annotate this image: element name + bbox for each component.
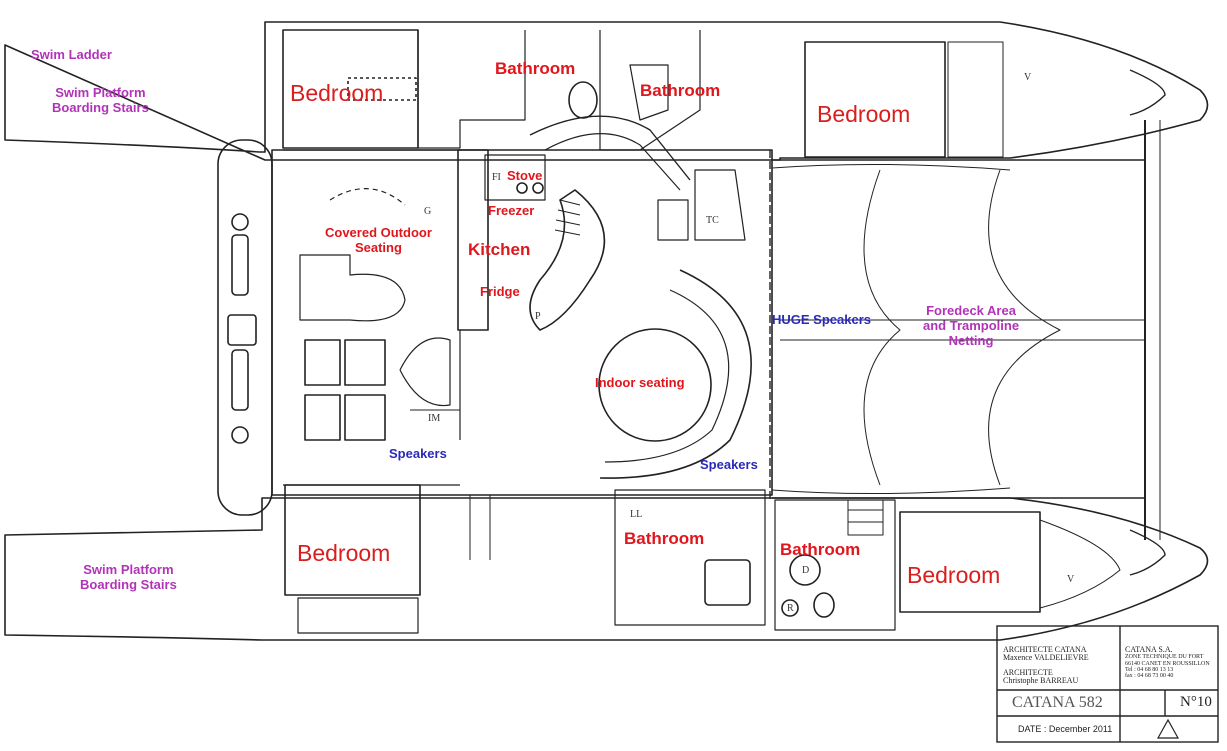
bedroom-fwd-stbd-outline xyxy=(899,511,1041,613)
architect-name-1: Maxence VALDELIEVRE xyxy=(1003,653,1089,663)
swim-platform-stbd-line2: Boarding Stairs xyxy=(80,576,177,592)
plan-mark-p: P xyxy=(535,311,541,322)
bedroom-fwd-port-outline xyxy=(804,41,946,158)
company-tel: Tel : 04 68 80 13 13 xyxy=(1125,666,1174,673)
company-address-2: 66140 CANET EN ROUSSILLON xyxy=(1125,660,1210,667)
starboard-hull-outline xyxy=(4,497,1209,641)
company-fax: fax : 04 68 73 00 40 xyxy=(1125,673,1174,680)
plan-mark-fi: FI xyxy=(492,172,501,183)
bathroom-stbd-fwd-label: Bathroom xyxy=(780,540,861,559)
plan-mark-v-bottom: V xyxy=(1067,574,1075,585)
foredeck-line3: Netting xyxy=(948,332,994,348)
port-hull-outline xyxy=(4,21,1209,161)
title-block-date: DATE : December 2011 xyxy=(1018,724,1113,734)
saloon-table xyxy=(598,328,712,442)
title-block-model: CATANA 582 xyxy=(1012,694,1103,711)
swim-platform-port-line2: Boarding Stairs xyxy=(52,99,149,115)
speakers-right-label: Speakers xyxy=(700,457,758,472)
plan-mark-r: R xyxy=(787,603,794,614)
plan-mark-im: IM xyxy=(428,413,441,424)
title-block-architects: ARCHITECTE CATANA Maxence VALDELIEVRE AR… xyxy=(1003,645,1117,686)
stove-label: Stove xyxy=(507,168,543,183)
fridge-label: Fridge xyxy=(480,284,520,299)
speakers-left-label: Speakers xyxy=(389,446,447,461)
swim-platform-port-line1: Swim Platform xyxy=(55,85,146,100)
bedroom-fwd-port-label: Bedroom xyxy=(817,101,911,127)
covered-outdoor-line2: Seating xyxy=(354,239,402,255)
stern-crossbeam xyxy=(217,139,273,516)
bedroom-fwd-stbd-label: Bedroom xyxy=(907,562,1001,588)
bedroom-aft-stbd-label: Bedroom xyxy=(297,540,391,566)
bathroom-port-aft-label: Bathroom xyxy=(495,59,576,78)
architect: ARCHITECTE xyxy=(1003,667,1053,677)
swim-platform-stbd-label: Swim Platform Boarding Stairs xyxy=(80,562,177,593)
title-block-sheet-number: N°10 xyxy=(1180,694,1212,710)
swim-platform-port-label: Swim Platform Boarding Stairs xyxy=(52,85,149,116)
freezer-label: Freezer xyxy=(488,203,535,218)
foredeck-line1: Foredeck Area xyxy=(926,303,1016,318)
plan-mark-g: G xyxy=(424,206,432,217)
indoor-seating-label: Indoor seating xyxy=(595,375,685,390)
covered-outdoor-seating-label: Covered Outdoor Seating xyxy=(325,225,432,256)
bridgedeck-outline xyxy=(271,149,773,496)
bathroom-stbd-aft-label: Bathroom xyxy=(624,529,705,548)
architect-name-2: Christophe BARREAU xyxy=(1003,676,1079,686)
swim-ladder-label: Swim Ladder xyxy=(31,47,112,62)
covered-outdoor-line1: Covered Outdoor xyxy=(325,225,432,240)
huge-speakers-label: HUGE Speakers xyxy=(772,312,871,327)
saloon-settee xyxy=(529,115,691,181)
plan-mark-ll: LL xyxy=(630,509,643,520)
foredeck-line2: and Trampoline xyxy=(923,317,1020,333)
foredeck-label: Foredeck Area and Trampoline Netting xyxy=(923,303,1020,349)
plan-mark-d: D xyxy=(802,565,810,576)
kitchen-label: Kitchen xyxy=(468,240,531,259)
plan-mark-tc: TC xyxy=(706,215,719,226)
company-name: CATANA S.A. xyxy=(1125,645,1173,654)
bathroom-port-fwd-label: Bathroom xyxy=(640,81,721,100)
swim-platform-stbd-line1: Swim Platform xyxy=(83,562,174,577)
galley-counter xyxy=(457,149,489,331)
plan-mark-v-top: V xyxy=(1024,72,1032,83)
title-block xyxy=(996,625,1219,743)
title-block-company: CATANA S.A. ZONE TECHNIQUE DU FORT 66140… xyxy=(1125,645,1217,680)
bedroom-aft-port-label: Bedroom xyxy=(290,80,384,106)
company-address-1: ZONE TECHNIQUE DU FORT xyxy=(1125,654,1204,661)
architect-catana: ARCHITECTE CATANA xyxy=(1003,645,1087,654)
